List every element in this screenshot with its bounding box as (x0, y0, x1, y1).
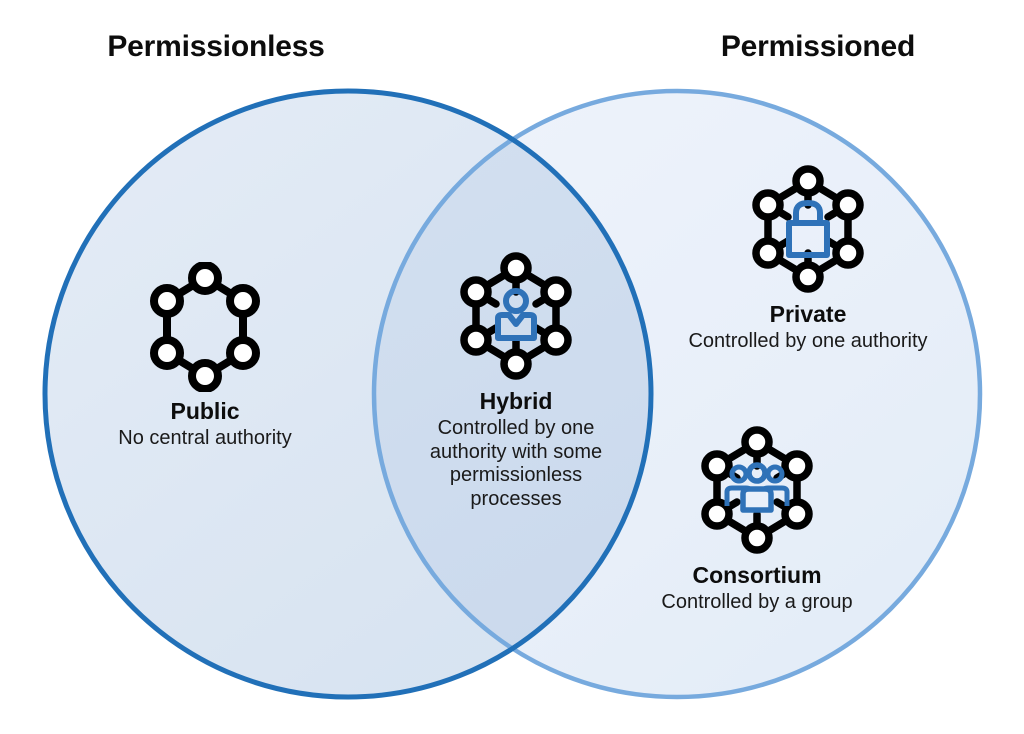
cell-public-description: No central authority (118, 427, 292, 450)
hexagon-network-person-icon (460, 252, 572, 380)
heading-permissioned: Permissioned (720, 30, 916, 63)
heading-permissionless: Permissionless (107, 30, 325, 63)
cell-consortium-description: Controlled by a group (661, 591, 853, 614)
cell-public: Public No central authority (35, 262, 375, 451)
cell-hybrid-description: Controlled by one authority with some pe… (429, 417, 603, 510)
cell-public-title: Public (170, 398, 240, 424)
cell-private: Private Controlled by one authority (628, 163, 988, 354)
cell-consortium-title: Consortium (692, 562, 822, 588)
cell-hybrid: Hybrid Controlled by one authority with … (408, 250, 624, 512)
hexagon-ring-icon (150, 262, 260, 392)
cell-hybrid-title: Hybrid (479, 388, 553, 414)
circle-permissionless-outline (42, 88, 654, 700)
circle-permissioned-outline (371, 88, 983, 700)
cell-private-title: Private (769, 301, 847, 327)
hexagon-network-lock-icon (752, 165, 864, 293)
cell-private-description: Controlled by one authority (688, 330, 928, 353)
overlap-region (374, 91, 651, 697)
cell-consortium: Consortium Controlled by a group (577, 424, 937, 615)
hexagon-network-group-icon (701, 426, 813, 554)
